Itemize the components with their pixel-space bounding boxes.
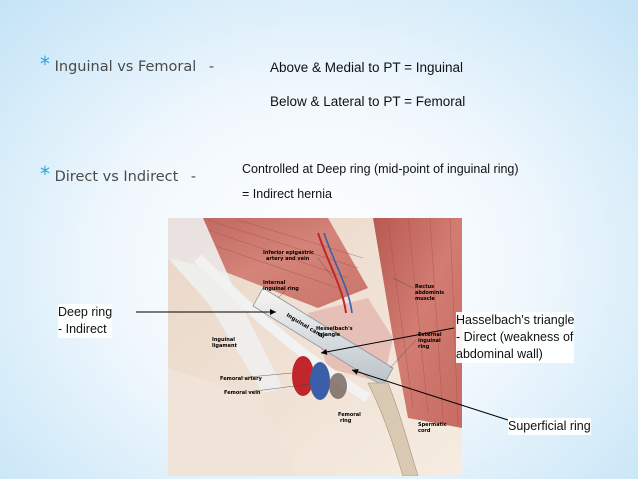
- bullet-direct-indirect: * Direct vs Indirect -: [40, 164, 196, 185]
- femoral-ring: [329, 373, 347, 399]
- superficial-ring-arrow: [351, 368, 509, 421]
- bullet-star: *: [40, 52, 50, 76]
- label-femoral-artery: Femoral artery: [220, 376, 263, 382]
- bullet-inguinal-femoral: * Inguinal vs Femoral -: [40, 54, 214, 75]
- indirect-hernia-rule: = Indirect hernia: [242, 187, 332, 201]
- callout-hesselbach: Hasselbach's triangle - Direct (weakness…: [456, 312, 575, 363]
- callout-hesselbach-line1: Hasselbach's triangle: [456, 313, 575, 327]
- label-femoral-vein: Femoral vein: [224, 390, 261, 396]
- label-external-ring: External inguinal ring: [418, 332, 443, 350]
- deep-ring-rule: Controlled at Deep ring (mid-point of in…: [242, 162, 519, 176]
- inferior-epigastric-vein: [323, 232, 353, 314]
- inguinal-anatomy-illustration: Inguinal canal Inferior epigastric arter…: [168, 218, 462, 476]
- label-inferior-epigastric: Inferior epigastric artery and vein: [263, 250, 316, 262]
- heading-dash: -: [190, 169, 197, 185]
- inferior-epigastric-artery: [317, 232, 347, 314]
- heading-inguinal-vs-femoral: Inguinal vs Femoral: [54, 59, 197, 75]
- spermatic-cord: [367, 382, 419, 476]
- callout-deep-ring-line1: Deep ring: [58, 305, 113, 319]
- callout-deep-ring: Deep ring - Indirect: [58, 304, 113, 338]
- anatomy-leader-lines: [237, 257, 417, 393]
- oblique-muscle: [168, 218, 368, 308]
- label-spermatic-cord: Spermatic cord: [418, 422, 448, 434]
- femoral-vein: [310, 362, 330, 400]
- femoral-rule: Below & Lateral to PT = Femoral: [270, 94, 466, 109]
- label-internal-ring: Internal inguinal ring: [263, 280, 299, 292]
- bullet-star: *: [40, 162, 50, 186]
- rectus-abdominis-muscle: [373, 218, 462, 428]
- callout-deep-ring-line2: - Indirect: [58, 322, 107, 336]
- thigh-area: [168, 368, 298, 476]
- callout-superficial-ring: Superficial ring: [508, 418, 591, 435]
- heading-direct-vs-indirect: Direct vs Indirect: [54, 169, 179, 185]
- label-hesselbach: Hesselbach's triangle: [316, 326, 354, 338]
- callout-hesselbach-line3: abdominal wall): [456, 347, 543, 361]
- label-femoral-ring: Femoral ring: [338, 412, 363, 424]
- label-rectus: Rectus abdominis muscle: [415, 284, 446, 302]
- rectus-fibers: [387, 218, 459, 424]
- label-inguinal-ligament: Inguinal ligament: [212, 337, 238, 349]
- femoral-artery: [292, 356, 314, 396]
- heading-dash: -: [208, 59, 215, 75]
- callout-hesselbach-line2: - Direct (weakness of: [456, 330, 574, 344]
- inguinal-rule: Above & Medial to PT = Inguinal: [270, 60, 463, 75]
- hesselbach-arrow: [320, 327, 455, 355]
